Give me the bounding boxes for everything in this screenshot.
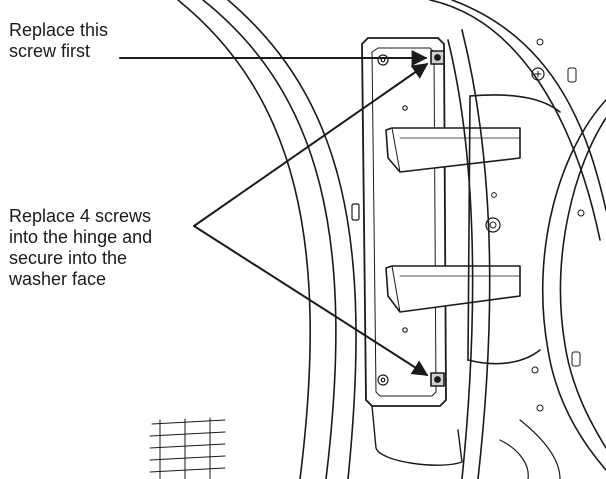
hinge-arm-upper: [385, 127, 521, 173]
hinge-body: [447, 29, 561, 479]
leader-arrows: [119, 50, 429, 376]
arrow-hinge-bottom: [193, 225, 429, 376]
callout-replace-first-screw: Replace this screw first: [9, 20, 109, 61]
door-ring-tab: [351, 203, 360, 221]
door-outer-ring: [177, 0, 357, 479]
screw-icon: [430, 50, 445, 65]
hinge-plate: [361, 37, 463, 466]
screw-icon: [430, 372, 445, 387]
washer-front-panel: [429, 0, 606, 479]
plate-screw-holes: [377, 54, 408, 386]
base-grille: [149, 417, 226, 479]
callout-replace-hinge-screws: Replace 4 screws into the hinge and secu…: [9, 206, 153, 289]
arrow-hinge-top: [193, 63, 429, 227]
hinge-arm-lower: [385, 265, 521, 313]
